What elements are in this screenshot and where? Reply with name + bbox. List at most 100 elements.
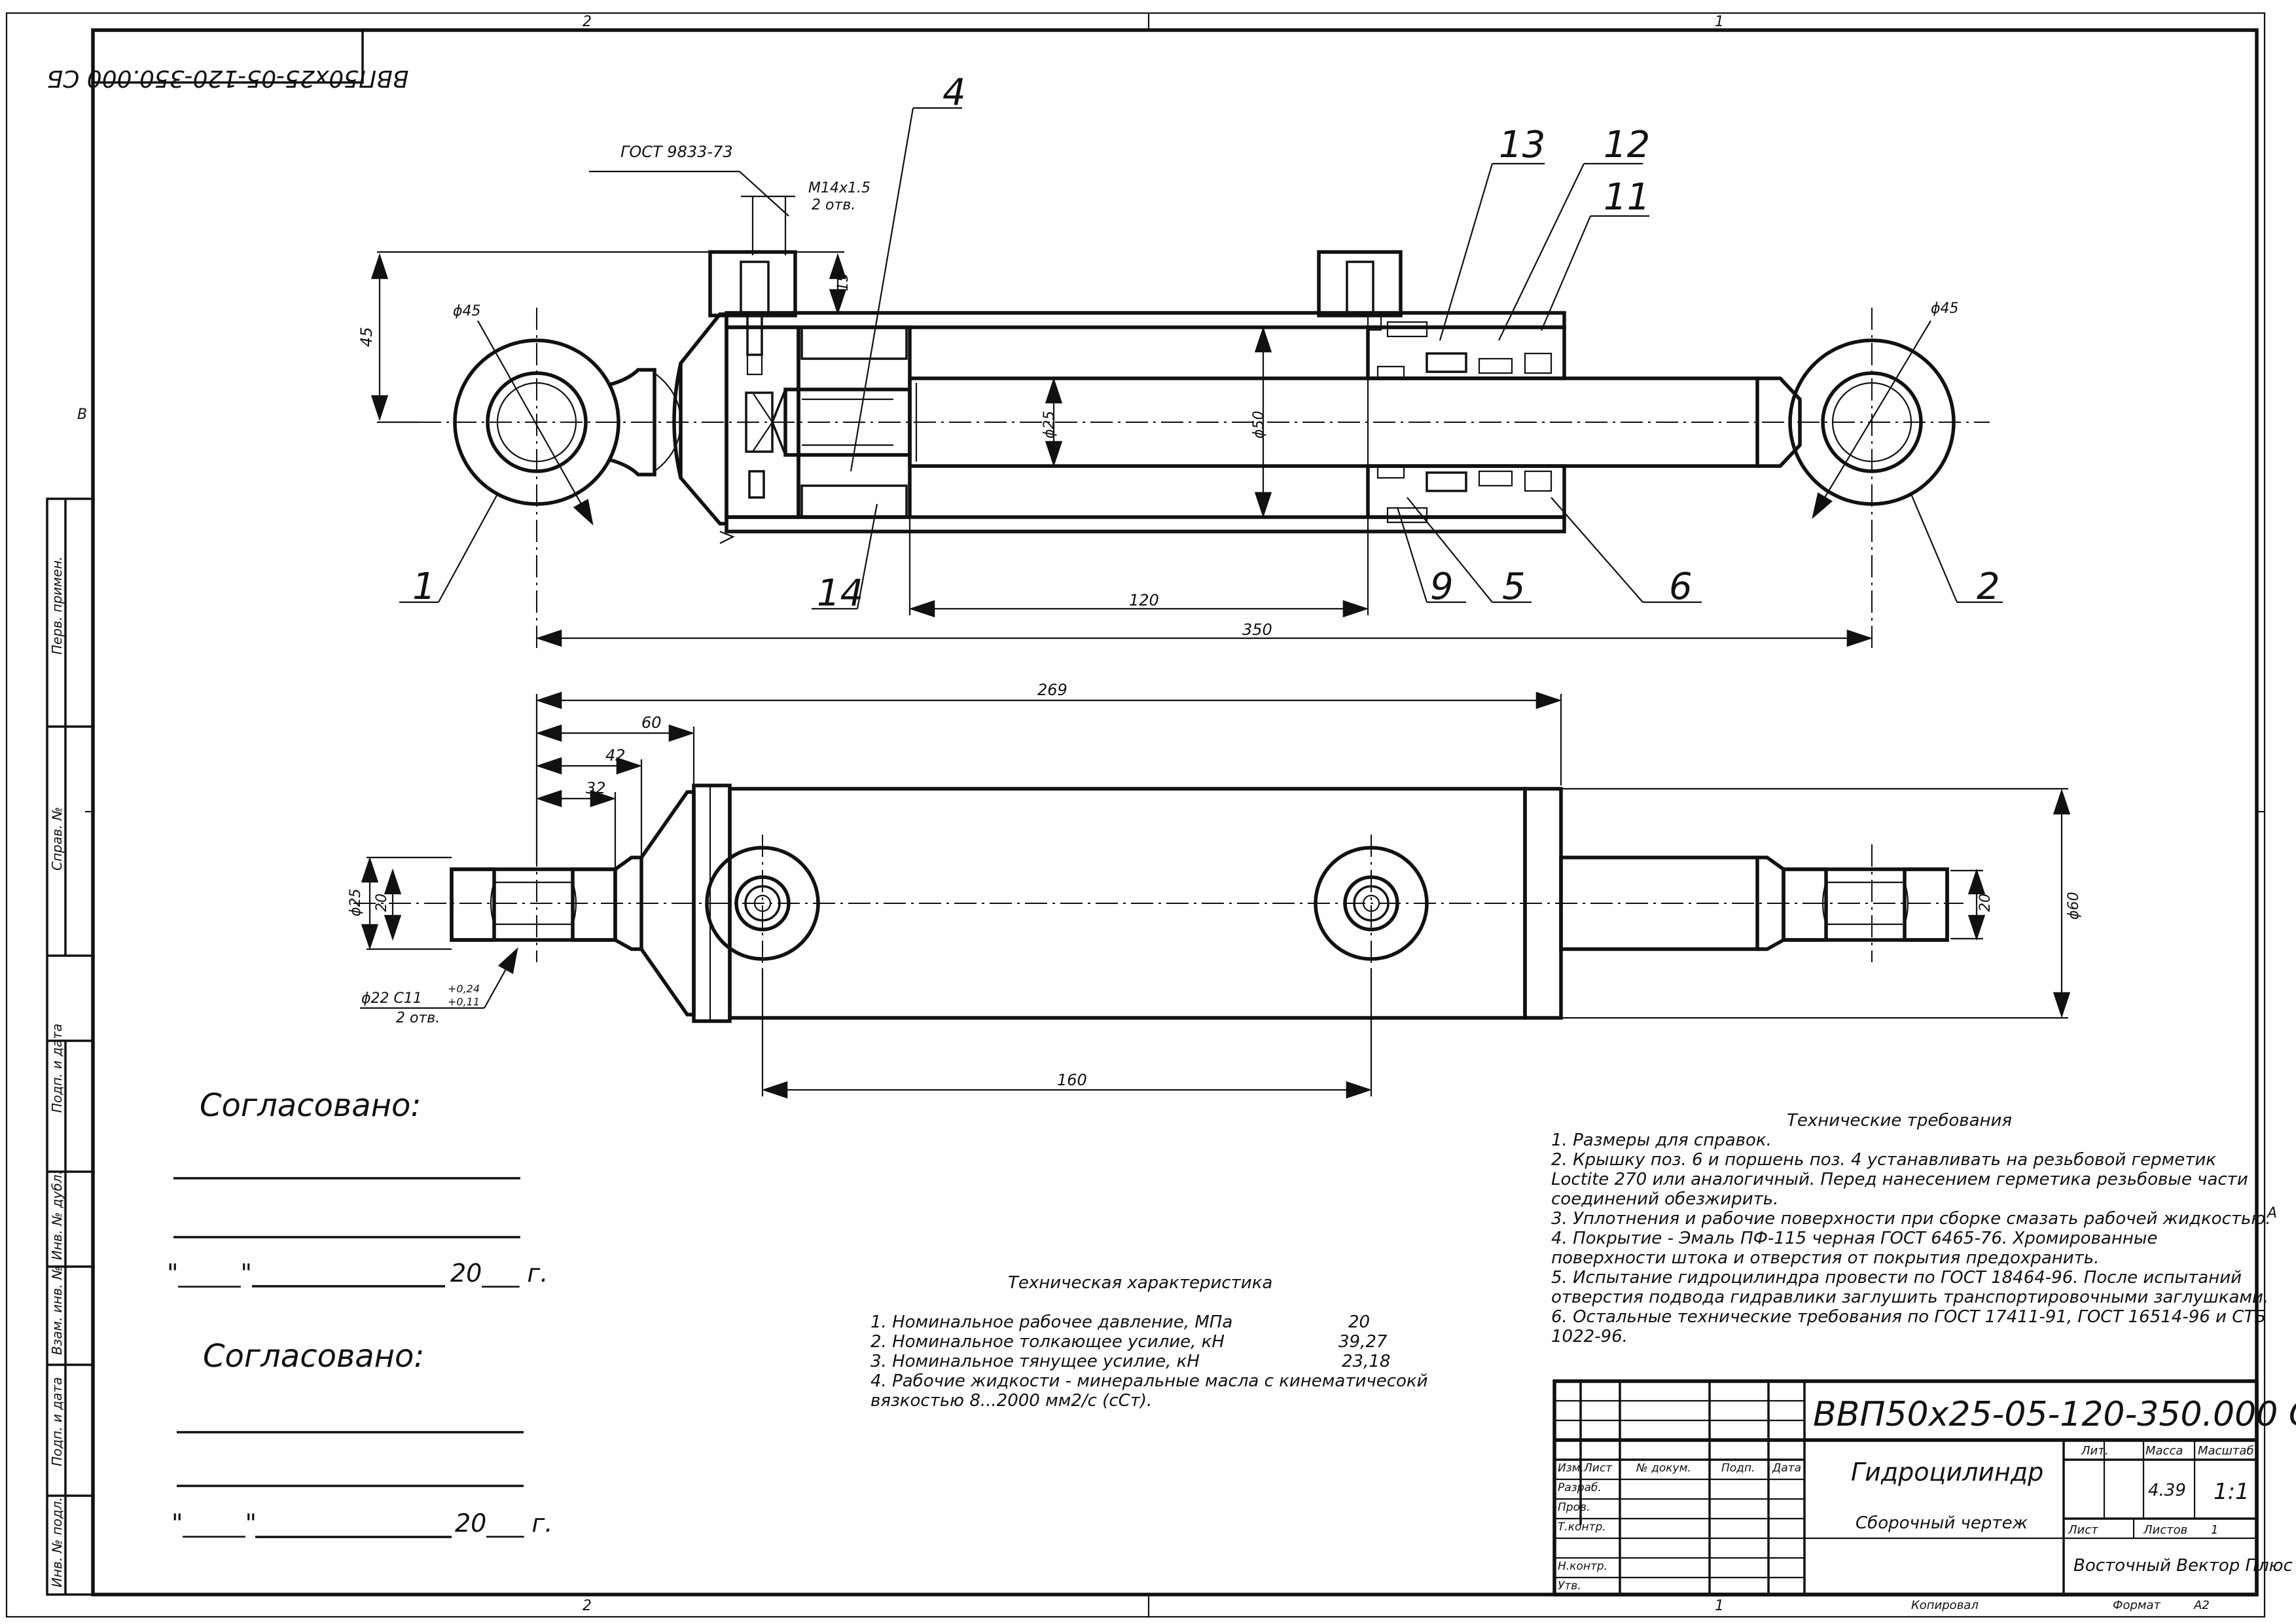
- req-line-3: Loctite 270 или аналогичный. Перед нанес…: [1551, 1170, 2248, 1189]
- tb-lit: Лит.: [2081, 1444, 2108, 1458]
- spec-row-3-value: 23,18: [1342, 1352, 1390, 1371]
- callouts: 1 2 4 5 6 9 11 12 13 14: [399, 71, 2003, 615]
- spec-title: Техническая характеристика: [1008, 1273, 1272, 1293]
- approvals: Согласовано: "_____" 20___ г. Согласован…: [167, 1087, 552, 1538]
- req-line-4: соединений обезжирить.: [1551, 1189, 1778, 1209]
- req-line-5: 3. Уплотнения и рабочие поверхности при …: [1551, 1209, 2271, 1229]
- approval-date-2: "_____": [171, 1509, 257, 1538]
- strip-2: Справ. №: [49, 807, 65, 871]
- callout-2: 2: [1977, 566, 2000, 608]
- tb-copied: Копировал: [1911, 1598, 1979, 1612]
- title-block: ВВП50х25-05-120-350.000 СБ Гидроцилиндр …: [1552, 1379, 2296, 1612]
- approval-year-2: 20___ г.: [455, 1509, 552, 1538]
- tb-sheet: Лист: [2068, 1523, 2098, 1537]
- approval-date-1: "_____": [167, 1259, 252, 1288]
- zone-right: A: [2266, 1205, 2277, 1221]
- tb-head-sign: Подп.: [1721, 1462, 1755, 1475]
- callout-6: 6: [1669, 566, 1693, 608]
- strip-6: Подп. и дата: [49, 1377, 65, 1466]
- tb-format-label: Формат: [2113, 1598, 2161, 1612]
- zone-left: B: [77, 406, 87, 423]
- dim-15: 15: [835, 273, 852, 291]
- bore-dia: ϕ50: [1251, 410, 1267, 439]
- strip-5: Взам. инв. №: [49, 1266, 65, 1355]
- req-line-8: 5. Испытание гидроцилиндра провести по Г…: [1551, 1268, 2242, 1288]
- eye-dia-right: ϕ45: [1931, 300, 1959, 317]
- lug-dia: ϕ25: [348, 888, 364, 916]
- approval-title-1: Согласовано:: [200, 1087, 422, 1124]
- dims-top: 45 15 M14х1.5 2 отв. ГОСТ 9833-73 ϕ45 ϕ4…: [357, 143, 1959, 647]
- tech-characteristics: Техническая характеристика 1. Номинально…: [870, 1273, 1428, 1411]
- tb-head-doc: № докум.: [1636, 1462, 1691, 1475]
- dim-45: 45: [357, 327, 376, 347]
- tech-requirements: Технические требования 1. Размеры для сп…: [1551, 1111, 2271, 1346]
- req-line-9: отверстия подвода гидравлики заглушить т…: [1551, 1288, 2269, 1307]
- spec-row-2-label: 2. Номинальное толкающее усилие, кН: [870, 1332, 1225, 1352]
- dim-269: 269: [1037, 681, 1067, 699]
- approval-year-1: 20___ г.: [450, 1259, 548, 1288]
- tb-format-value: А2: [2193, 1598, 2210, 1612]
- req-line-10: 6. Остальные технические требования по Г…: [1551, 1307, 2266, 1327]
- tb-scale: 1:1: [2214, 1479, 2250, 1505]
- tb-company: Восточный Вектор Плюс: [2073, 1556, 2293, 1576]
- dim-160: 160: [1057, 1071, 1087, 1089]
- spec-line-4b: вязкостью 8...2000 мм2/с (сСт).: [870, 1391, 1152, 1411]
- dim-thread: M14х1.5: [808, 180, 870, 196]
- tb-role-appr: Утв.: [1558, 1579, 1581, 1593]
- req-line-1: 1. Размеры для справок.: [1551, 1130, 1772, 1150]
- zone-top-right: 1: [1715, 14, 1724, 30]
- lug-width-left: 20: [374, 893, 390, 912]
- zone-bottom-right: 1: [1715, 1598, 1724, 1614]
- rod-dia: ϕ25: [1041, 410, 1058, 439]
- fit-lower: +0,11: [448, 996, 480, 1008]
- callout-4: 4: [942, 71, 966, 114]
- tb-role-ncheck: Н.контр.: [1558, 1560, 1607, 1573]
- hole-fit: ϕ22 C11: [361, 990, 422, 1007]
- req-line-6: 4. Покрытие - Эмаль ПФ-115 черная ГОСТ 6…: [1551, 1229, 2157, 1248]
- dim-60: 60: [641, 713, 662, 732]
- fit-upper: +0,24: [448, 983, 480, 995]
- tb-code: ВВП50х25-05-120-350.000 СБ: [1813, 1395, 2296, 1434]
- tb-head-list: Лист: [1583, 1462, 1613, 1475]
- spec-line-4a: 4. Рабочие жидкости - минеральные масла …: [870, 1371, 1428, 1391]
- stamp-code-box: ВВП50х25-05-120-350.000 СБ: [46, 29, 409, 92]
- sheet-frame: 2 1 2 1 B A: [5, 12, 2277, 1618]
- spec-row-2-value: 39,27: [1338, 1332, 1388, 1352]
- req-line-11: 1022-96.: [1551, 1327, 1628, 1346]
- callout-13: 13: [1499, 124, 1545, 166]
- callout-1: 1: [412, 566, 436, 608]
- tb-doc-type: Сборочный чертеж: [1856, 1513, 2028, 1533]
- dims-bottom: 269 60 42 32 ϕ25 20 20 ϕ60 ϕ22 C11 +0,24…: [348, 681, 2082, 1099]
- tb-head-izm: Изм.: [1558, 1462, 1584, 1475]
- strip-3: Подп. и дата: [49, 1024, 65, 1113]
- strip-4: Инв. № дубл.: [49, 1170, 65, 1260]
- tb-role-check: Пров.: [1558, 1501, 1590, 1514]
- tb-mass: 4.39: [2148, 1481, 2186, 1500]
- section-view: [419, 250, 1990, 648]
- dim-thread-count: 2 отв.: [812, 197, 855, 213]
- tb-sheets-n: 1: [2211, 1523, 2218, 1537]
- body-dia: ϕ60: [2066, 892, 2082, 920]
- tb-mass-h: Масса: [2145, 1444, 2183, 1458]
- req-line-7: поверхности штока и отверстия от покрыти…: [1551, 1248, 2099, 1268]
- spec-row-1-value: 20: [1348, 1312, 1370, 1332]
- gost-fitting: ГОСТ 9833-73: [620, 143, 733, 161]
- callout-9: 9: [1430, 566, 1454, 608]
- dim-42: 42: [605, 746, 626, 765]
- req-line-2: 2. Крышку поз. 6 и поршень поз. 4 устана…: [1551, 1150, 2216, 1170]
- tb-name: Гидроцилиндр: [1851, 1458, 2043, 1487]
- strip-7: Инв. № подл.: [49, 1497, 65, 1587]
- lug-width-right: 20: [1977, 893, 1994, 912]
- dim-stroke: 120: [1129, 591, 1159, 609]
- spec-row-1-label: 1. Номинальное рабочее давление, МПа: [870, 1312, 1232, 1332]
- tb-role-dev: Разраб.: [1558, 1481, 1602, 1494]
- callout-11: 11: [1604, 176, 1650, 219]
- strip-1: Перв. примен.: [49, 556, 65, 655]
- approval-title-2: Согласовано:: [203, 1338, 425, 1375]
- side-strip: Перв. примен. Справ. № Подп. и дата Инв.…: [46, 497, 94, 1596]
- tb-head-date: Дата: [1772, 1462, 1801, 1475]
- tb-role-tcheck: Т.контр.: [1558, 1521, 1606, 1534]
- hole-count: 2 отв.: [396, 1010, 440, 1026]
- tb-sheets: Листов: [2143, 1523, 2187, 1537]
